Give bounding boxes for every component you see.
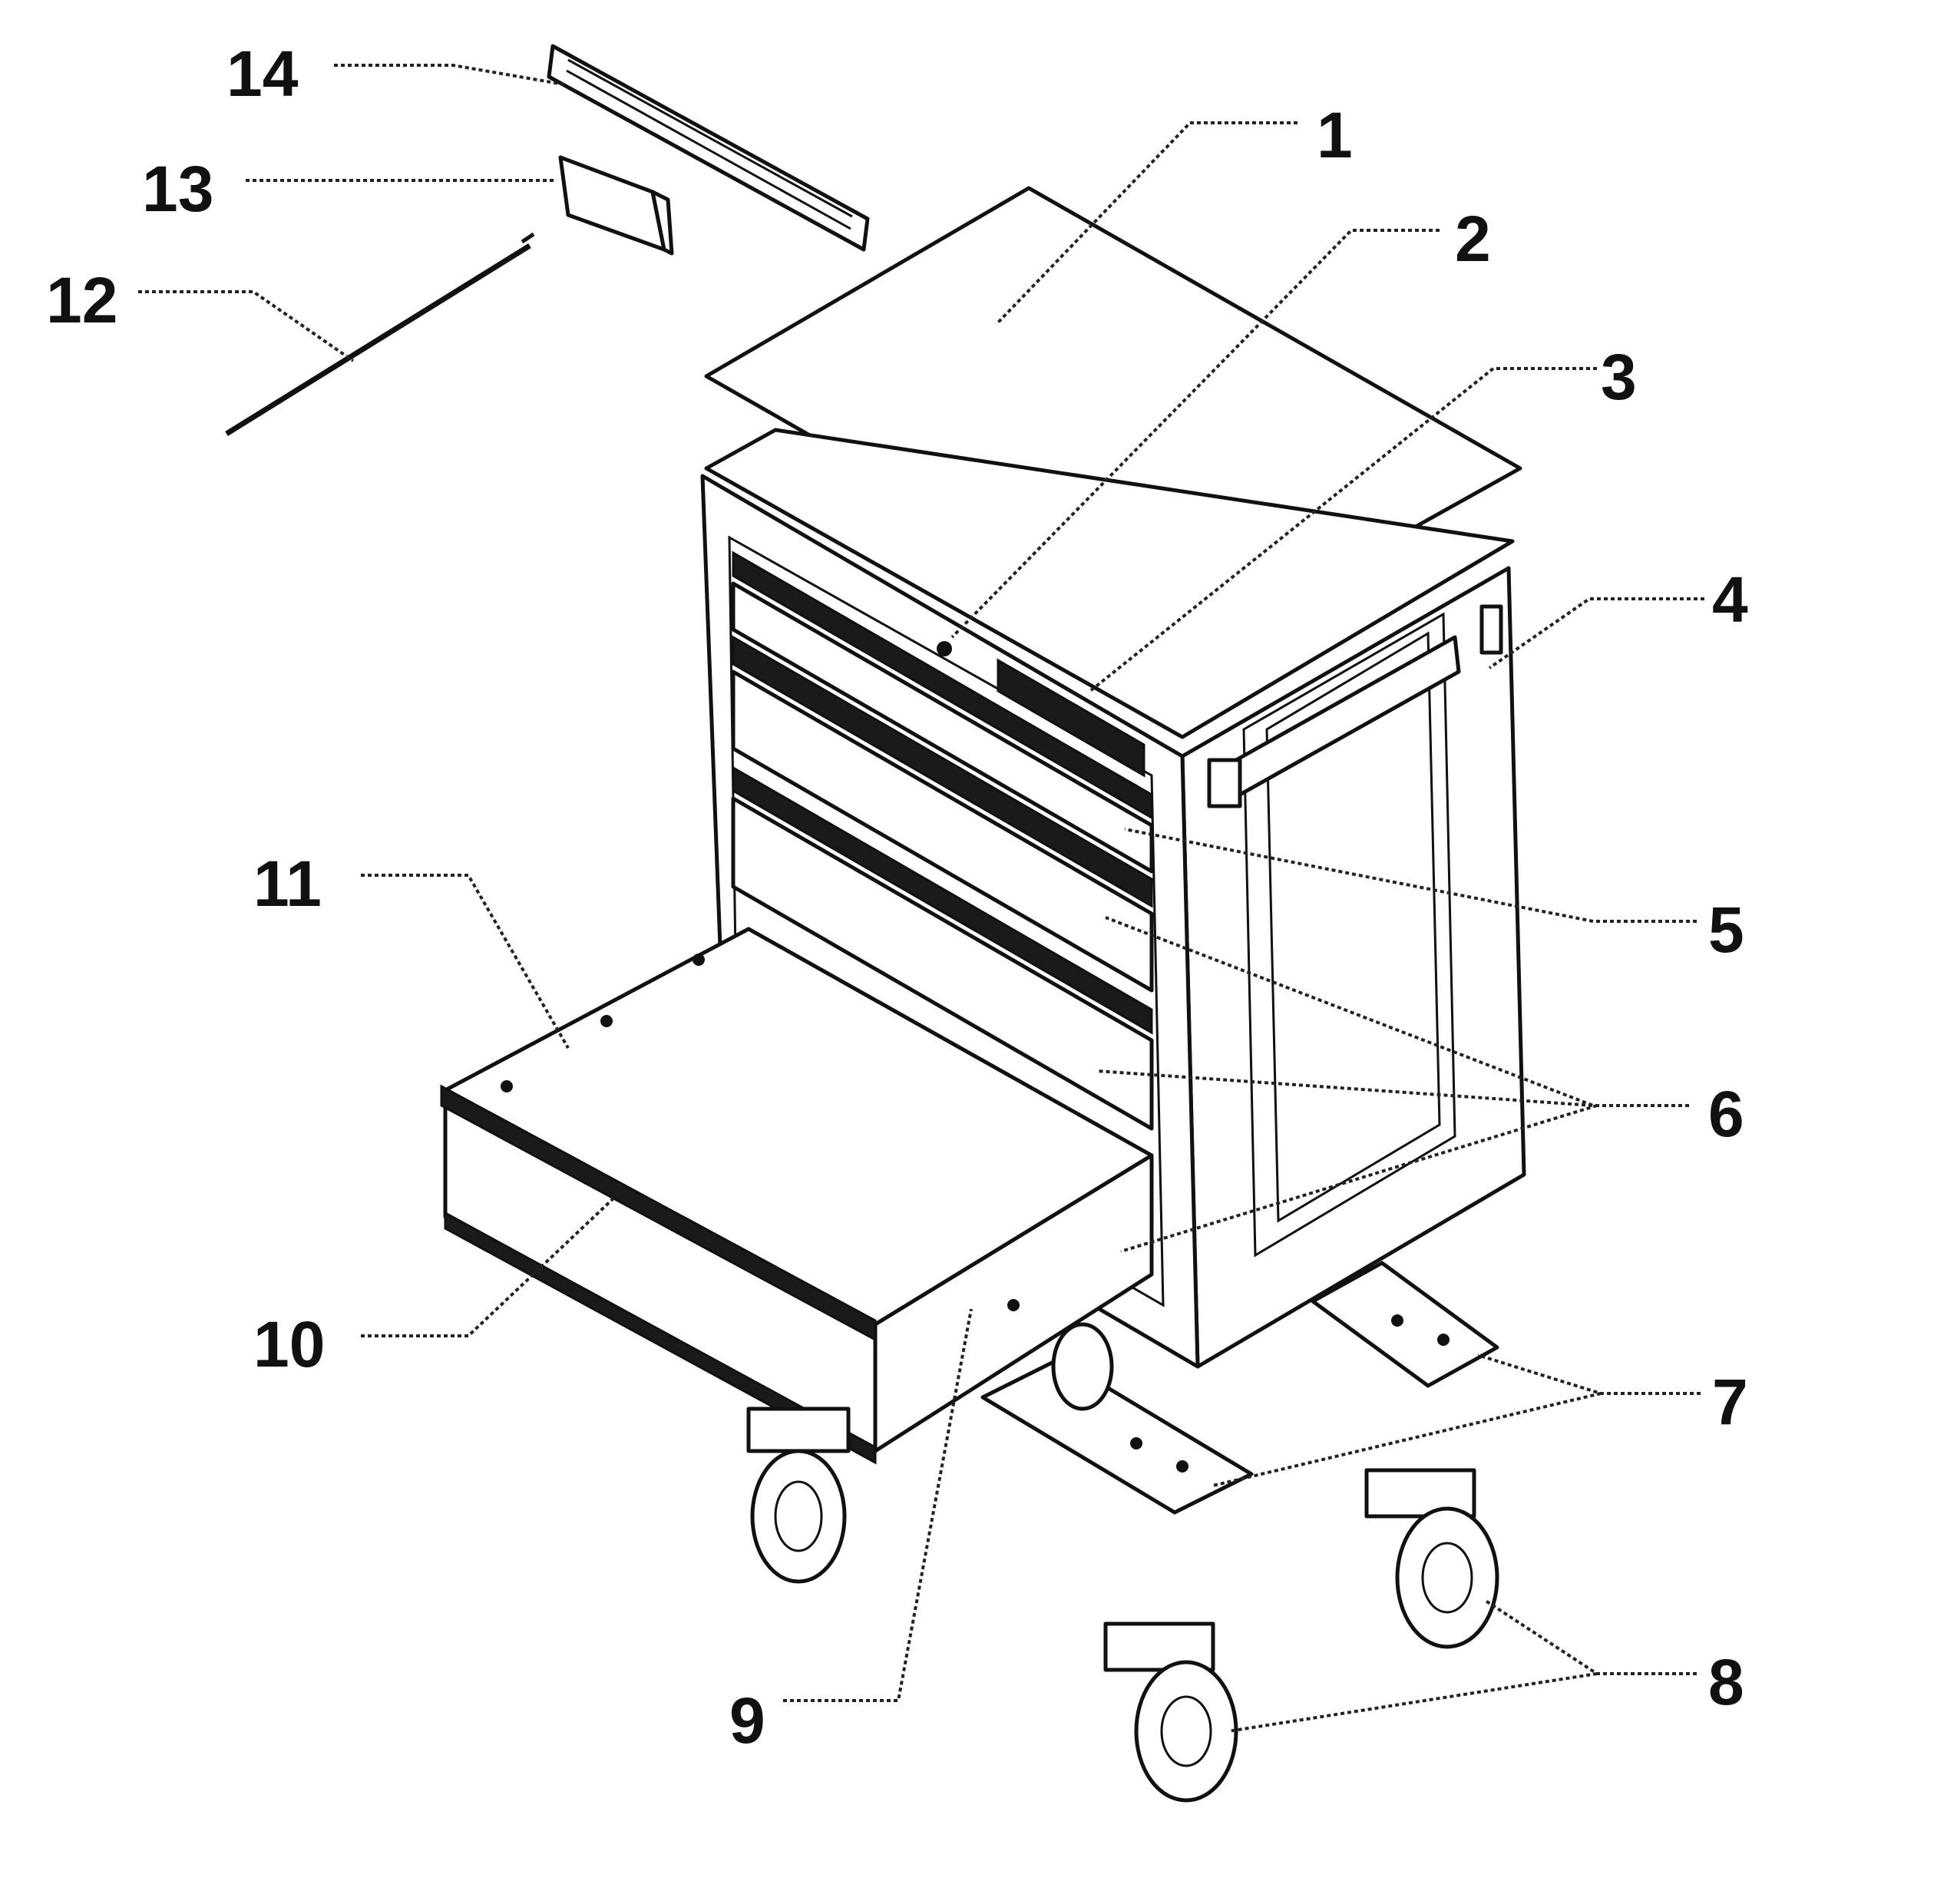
part-rod <box>225 232 535 436</box>
callout-1: 1 <box>1317 99 1353 171</box>
callout-labels: 1 2 3 4 5 6 7 8 9 10 11 12 13 14 <box>46 38 1748 1757</box>
callout-3: 3 <box>1601 341 1637 413</box>
part-bracket <box>558 155 674 256</box>
callout-7: 7 <box>1712 1366 1748 1438</box>
callout-2: 2 <box>1455 203 1491 275</box>
callout-11: 11 <box>253 848 322 920</box>
callout-9: 9 <box>729 1684 765 1757</box>
callout-12: 12 <box>46 264 117 336</box>
part-side-handle <box>1207 604 1503 808</box>
leader-lines <box>138 64 1704 1733</box>
callout-13: 13 <box>142 153 213 225</box>
callout-8: 8 <box>1708 1646 1744 1718</box>
part-open-drawer <box>440 927 1154 1465</box>
part-base-plates <box>980 1261 1499 1515</box>
cabinet-top <box>704 428 1515 739</box>
callout-6: 6 <box>1708 1078 1744 1150</box>
callout-10: 10 <box>253 1308 325 1380</box>
callout-5: 5 <box>1708 894 1744 966</box>
callout-14: 14 <box>226 38 299 110</box>
closed-drawers <box>731 550 1154 1131</box>
mounted-casters <box>746 1322 1114 1584</box>
part-casters <box>1103 1468 1499 1803</box>
callout-4: 4 <box>1712 564 1748 636</box>
part-slide-rail <box>547 44 870 252</box>
